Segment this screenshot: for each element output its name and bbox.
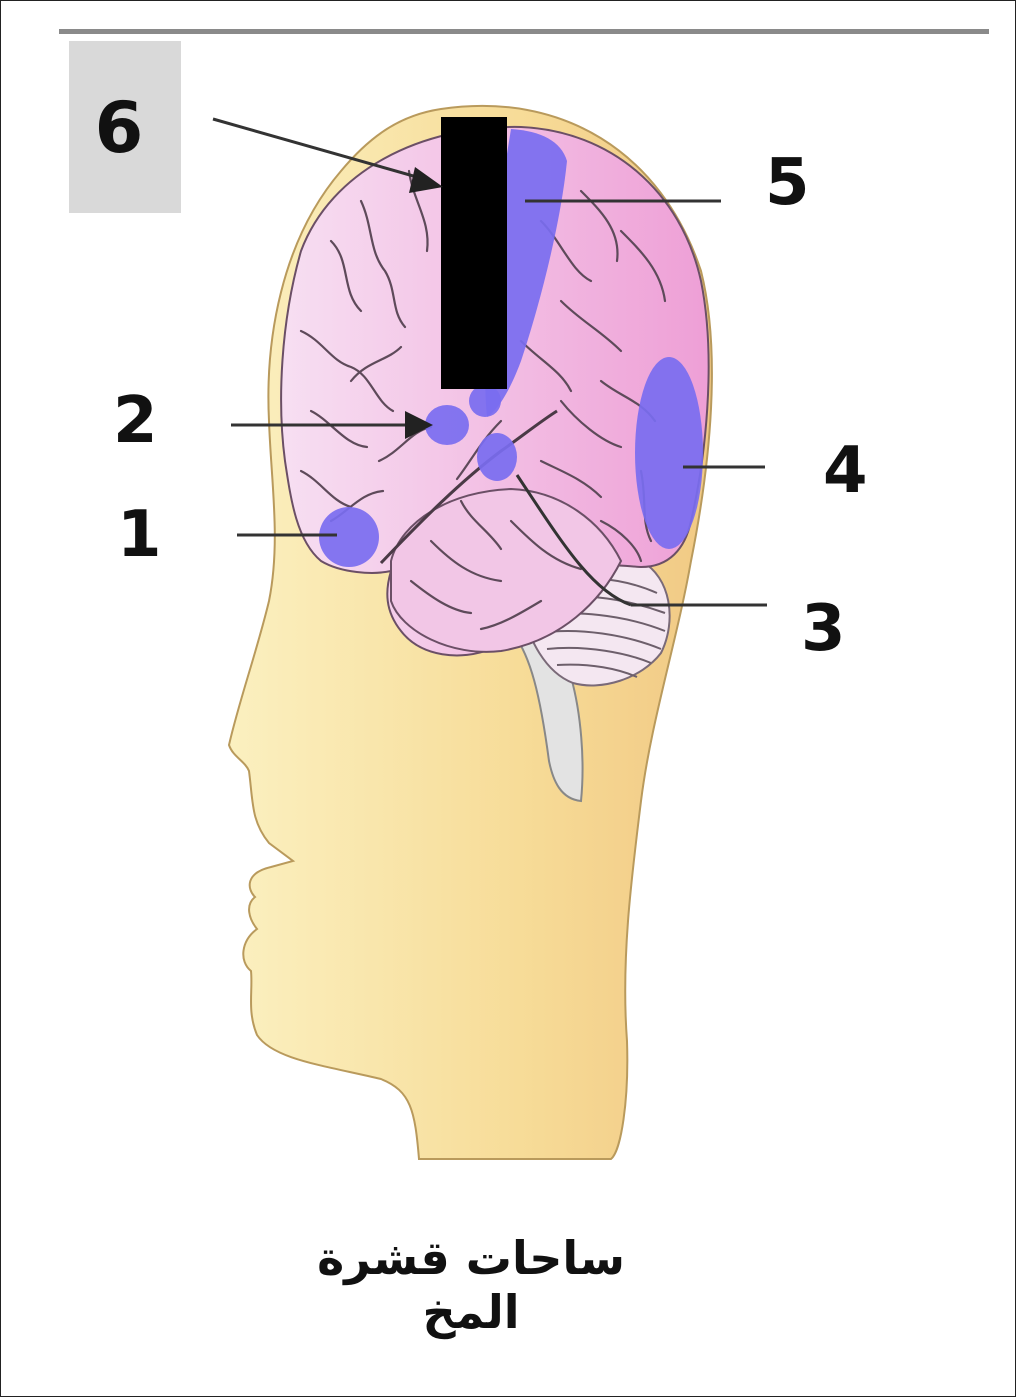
redaction-bar	[441, 117, 507, 389]
area-3-auditory	[477, 433, 517, 481]
label-3: 3	[801, 597, 846, 661]
label-5: 5	[765, 151, 810, 215]
area-1-frontal	[319, 507, 379, 567]
diagram-caption: ساحات قشرة المخ	[261, 1231, 681, 1339]
label-1: 1	[117, 503, 162, 567]
label-4: 4	[823, 439, 868, 503]
area-2b	[469, 385, 501, 417]
area-4-visual	[635, 357, 703, 549]
label-2: 2	[113, 389, 158, 453]
